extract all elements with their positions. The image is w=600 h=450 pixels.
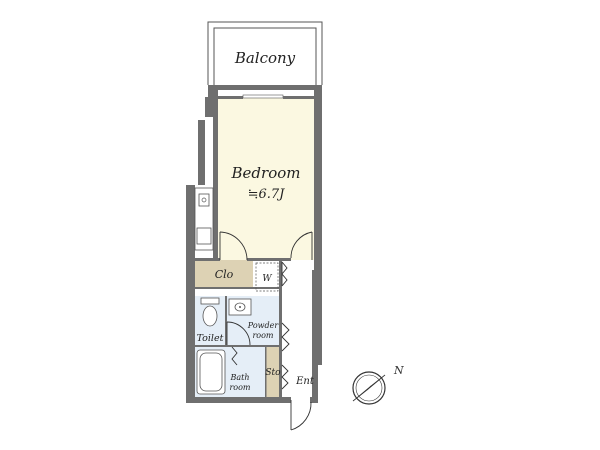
closet-folding-door [281, 261, 288, 287]
corridor-folding-door [281, 322, 290, 352]
bath-room-door [231, 346, 238, 366]
storage-floor [266, 347, 281, 397]
washer-pan [255, 262, 279, 292]
entrance-door [290, 400, 312, 431]
sink-icon [198, 193, 210, 207]
stove-icon [196, 227, 212, 245]
walls [186, 85, 322, 403]
bath-room-label-2: room [229, 383, 250, 392]
entrance-label: Ent [295, 376, 315, 387]
compass-needle-south [352, 385, 372, 402]
toilet-fixture [200, 297, 220, 327]
bathtub-fixture [196, 349, 226, 395]
compass-icon: N [352, 364, 404, 405]
washer-space [253, 260, 281, 296]
powder-room-label-2: room [252, 331, 273, 340]
storage-label: Sto [265, 368, 281, 378]
bedroom-floor [218, 97, 314, 260]
storage-folding-door [281, 364, 289, 390]
bath-room-label-1: Bath [229, 373, 249, 382]
washbasin-fixture [228, 298, 252, 316]
bedroom-door-right [290, 231, 313, 260]
closet-floor [195, 260, 253, 288]
balcony-area: Balcony [207, 21, 323, 85]
powder-room-door [226, 321, 251, 346]
balcony-label: Balcony [234, 49, 296, 67]
bedroom-label: Bedroom [231, 164, 301, 182]
powder-room-label-1: Powder [247, 321, 280, 330]
bedroom-area-label: ≒6.7J [248, 187, 286, 202]
washer-label: W [262, 274, 272, 284]
toilet-label: Toilet [197, 333, 224, 344]
bedroom-door-left [219, 231, 248, 261]
closet-label: Clo [215, 268, 234, 281]
compass-north-label: N [393, 364, 404, 377]
kitchen-counter [194, 187, 214, 251]
